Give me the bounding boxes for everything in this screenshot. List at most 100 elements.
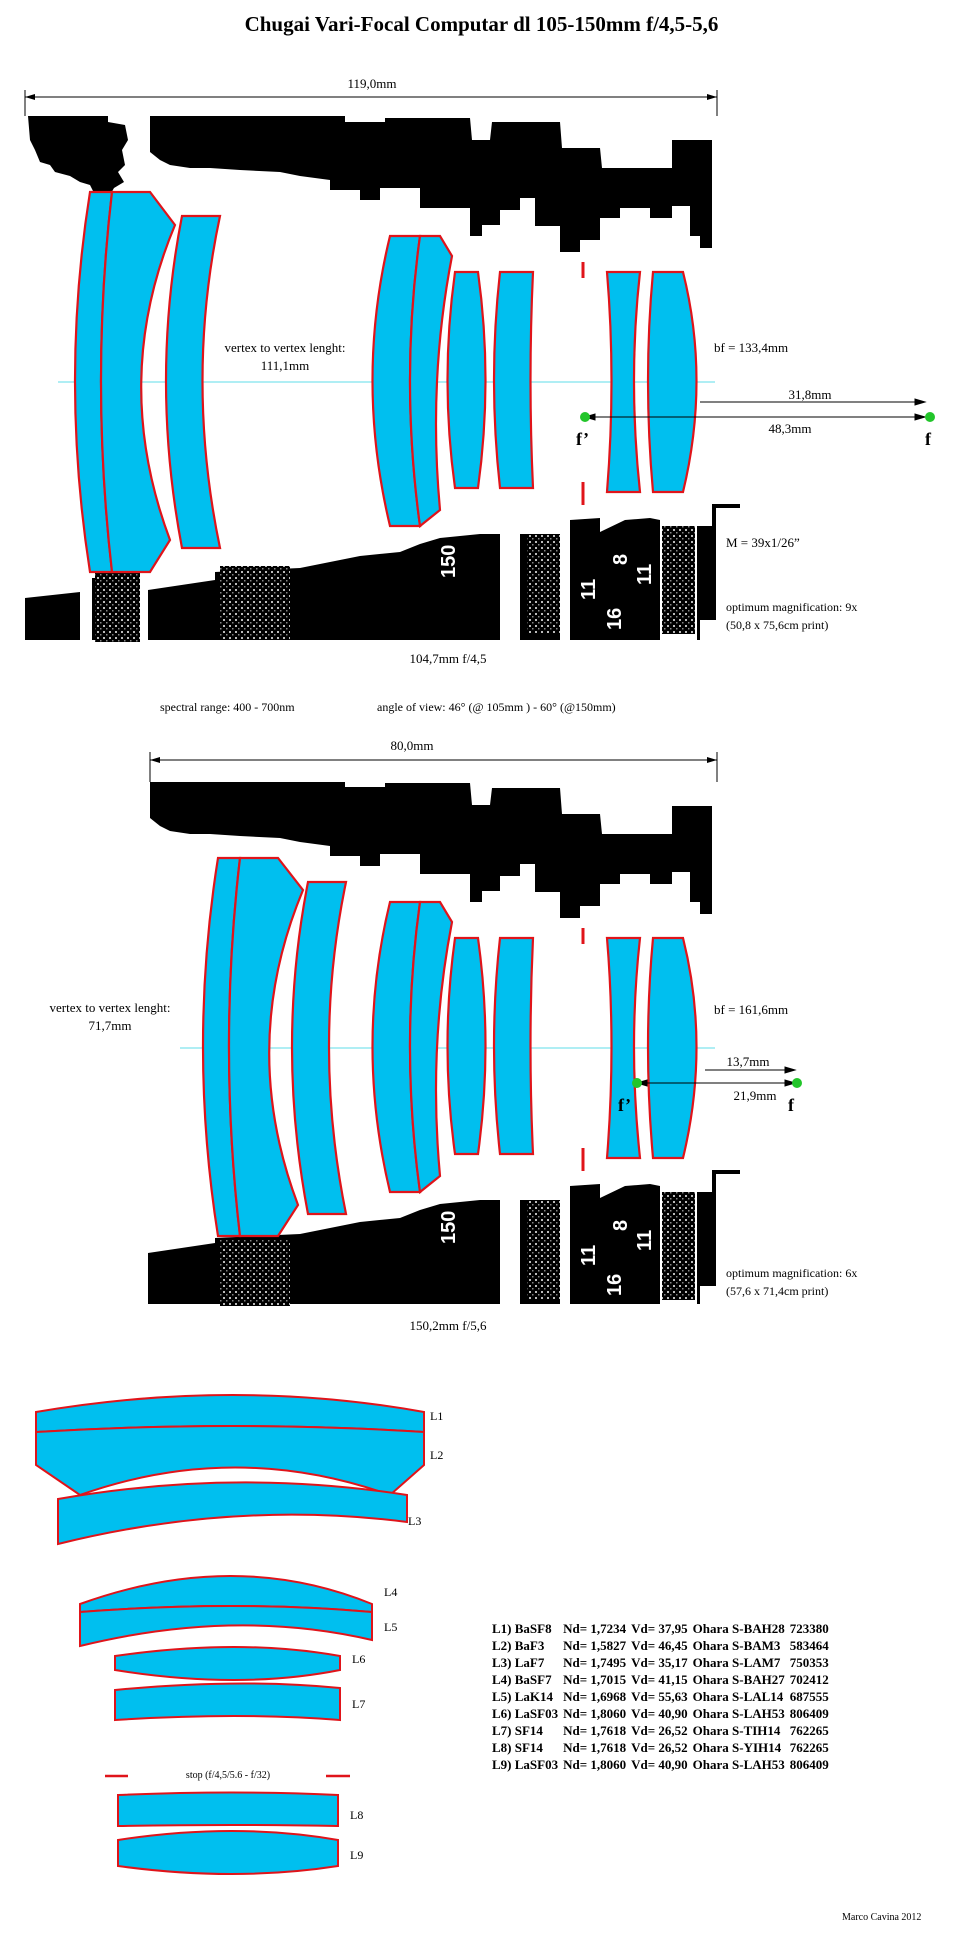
glass-table-cell: Vd= 26,52 — [631, 1739, 688, 1755]
detail-label-L7: L7 — [352, 1697, 366, 1711]
top-knurl-zoom — [527, 534, 560, 634]
detail-label-L2: L2 — [430, 1448, 444, 1462]
bottom-f-label: f — [788, 1095, 794, 1115]
angle-of-view: angle of view: 46° (@ 105mm ) - 60° (@15… — [377, 700, 616, 714]
glass-table-cell: Vd= 35,17 — [631, 1654, 688, 1670]
glass-table-cell: L5) LaK14 — [492, 1688, 554, 1704]
top-f-label: f — [925, 429, 931, 449]
detail-L9 — [117, 1830, 339, 1875]
bottom-knurl-zoom — [527, 1200, 560, 1300]
glass-table-cell: Vd= 55,63 — [631, 1688, 688, 1704]
bottom-f-prime-label: f’ — [618, 1095, 631, 1115]
detail-L2 — [35, 1425, 425, 1497]
top-lens-L2 — [99, 190, 177, 574]
top-barrel-11b: 11 — [578, 578, 600, 600]
detail-label-L5: L5 — [384, 1620, 398, 1634]
top-dim-short: 31,8mm — [788, 387, 832, 402]
bottom-focal-point-front — [792, 1078, 802, 1088]
detail-label-L6: L6 — [352, 1652, 366, 1666]
top-dim-long: 48,3mm — [768, 421, 812, 436]
top-barrel-150: 150 — [438, 544, 460, 578]
diagram-title: Chugai Vari-Focal Computar dl 105-150mm … — [244, 12, 719, 36]
top-focus-dimensions — [583, 398, 927, 421]
bottom-dimension-line — [149, 752, 718, 782]
glass-table-cell: Vd= 40,90 — [631, 1705, 688, 1721]
glass-table-cell: Ohara S-YIH14 — [692, 1739, 782, 1755]
bottom-print-size: (57,6 x 71,4cm print) — [726, 1284, 829, 1298]
glass-table-cell: L3) LaF7 — [492, 1654, 545, 1670]
author-credit: Marco Cavina 2012 — [842, 1912, 922, 1923]
detail-L5 — [79, 1605, 373, 1648]
bottom-barrel-16: 16 — [604, 1273, 626, 1296]
bottom-lens-L7 — [492, 936, 535, 1156]
bottom-lens-L8 — [605, 936, 642, 1160]
glass-table-cell: Vd= 41,15 — [631, 1671, 688, 1687]
glass-table-cell: L6) LaSF03 — [492, 1705, 559, 1721]
bottom-lens-L9 — [646, 936, 698, 1160]
bottom-barrel-11a: 11 — [634, 1229, 656, 1251]
top-focal-point-front — [925, 412, 935, 422]
glass-table-cell: Ohara S-BAH28 — [692, 1620, 785, 1636]
glass-table-cell: 583464 — [789, 1637, 829, 1653]
glass-table-cell: Nd= 1,7234 — [563, 1620, 627, 1636]
bottom-overall-length: 80,0mm — [390, 738, 434, 753]
glass-table-cell: Nd= 1,7015 — [563, 1671, 627, 1687]
detail-L7 — [114, 1682, 341, 1722]
glass-table-cell: 806409 — [789, 1705, 829, 1721]
top-knurl-front — [95, 572, 140, 642]
bottom-dim-short: 13,7mm — [726, 1054, 770, 1069]
glass-table-cell: 750353 — [789, 1654, 829, 1670]
glass-table-cell: L2) BaF3 — [492, 1637, 545, 1653]
glass-table-cell: L8) SF14 — [492, 1739, 543, 1755]
top-dimension-line — [24, 90, 718, 116]
top-lens-L7 — [492, 270, 535, 490]
top-lens-L9 — [646, 270, 698, 494]
glass-table-cell: Vd= 26,52 — [631, 1722, 688, 1738]
glass-table-cell: 687555 — [789, 1688, 829, 1704]
glass-table-cell: L7) SF14 — [492, 1722, 543, 1738]
bottom-focal-point-rear — [632, 1078, 642, 1088]
bottom-back-focus: bf = 161,6mm — [714, 1002, 789, 1017]
bottom-lens-L6 — [446, 936, 487, 1156]
detail-label-L1: L1 — [430, 1409, 444, 1423]
bottom-lens-L5 — [408, 900, 454, 1195]
top-magnification-ratio: M = 39x1/26” — [726, 535, 800, 550]
bottom-optimum-magnification: optimum magnification: 6x — [726, 1266, 858, 1280]
top-f-prime-label: f’ — [576, 429, 589, 449]
glass-table-cell: Ohara S-LAL14 — [692, 1688, 784, 1704]
detail-stop-label: stop (f/4,5/5.6 - f/32) — [185, 1770, 271, 1781]
top-overall-length: 119,0mm — [347, 76, 397, 91]
bottom-focus-dimensions — [635, 1066, 797, 1087]
bottom-vertex-label: vertex to vertex lenght: — [49, 1000, 171, 1015]
glass-table-cell: L1) BaSF8 — [492, 1620, 552, 1636]
glass-table-cell: Vd= 46,45 — [631, 1637, 688, 1653]
detail-label-L4: L4 — [384, 1585, 398, 1599]
top-lens-L8 — [605, 270, 642, 494]
bottom-focal-caption: 150,2mm f/5,6 — [409, 1318, 487, 1333]
bottom-barrel-8: 8 — [610, 1219, 632, 1231]
bottom-vertex-value: 71,7mm — [88, 1018, 132, 1033]
bottom-barrel-150: 150 — [438, 1210, 460, 1244]
top-vertex-value: 111,1mm — [260, 358, 310, 373]
top-optimum-magnification: optimum magnification: 9x — [726, 600, 858, 614]
glass-table-cell: Vd= 37,95 — [631, 1620, 688, 1636]
glass-table-cell: Ohara S-TIH14 — [692, 1722, 781, 1738]
spectral-range: spectral range: 400 - 700nm — [160, 700, 295, 714]
glass-table-cell: Ohara S-BAH27 — [692, 1671, 785, 1687]
glass-table-cell: Ohara S-BAM3 — [692, 1637, 781, 1653]
detail-label-L3: L3 — [408, 1514, 422, 1528]
glass-table-cell: 723380 — [789, 1620, 829, 1636]
bottom-lens-L2 — [227, 856, 305, 1238]
glass-table-cell: Nd= 1,8060 — [563, 1705, 627, 1721]
glass-table-cell: Nd= 1,7618 — [563, 1739, 627, 1755]
top-vertex-label: vertex to vertex lenght: — [224, 340, 346, 355]
